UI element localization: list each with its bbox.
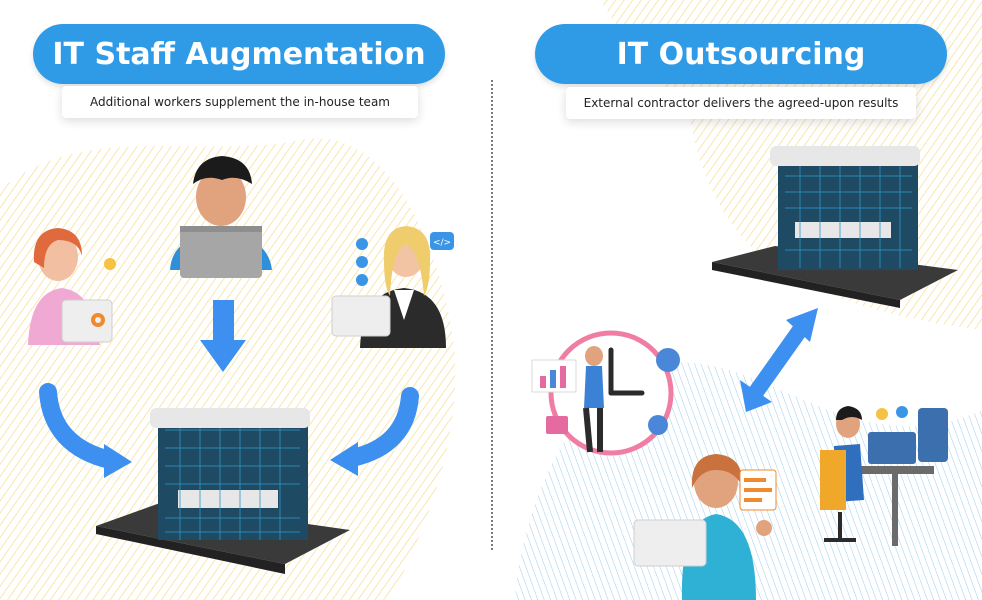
left-yellow-wave [0,138,456,600]
code-badge-icon: </> [433,238,451,248]
office-building-right [712,146,958,308]
worker-woman-laptop-left [28,228,116,345]
arrow-down-icon [200,300,246,372]
clock-presenter [531,330,680,456]
double-arrow-icon [740,308,818,412]
office-building-left [96,408,350,574]
worker-woman-waving [633,454,777,600]
worker-man-laptop [170,156,272,278]
developer-at-desk [820,406,948,546]
section-divider [491,80,493,550]
outsourcing-title: IT Outsourcing [535,24,947,84]
outsourcing-subtitle: External contractor delivers the agreed-… [566,87,916,119]
staff-augmentation-title: IT Staff Augmentation [33,24,445,84]
arrow-curve-right-icon [330,387,419,476]
arrow-curve-left-icon [39,383,132,478]
staff-augmentation-subtitle: Additional workers supplement the in-hou… [62,86,418,118]
worker-woman-laptop-right: </> [331,226,454,348]
